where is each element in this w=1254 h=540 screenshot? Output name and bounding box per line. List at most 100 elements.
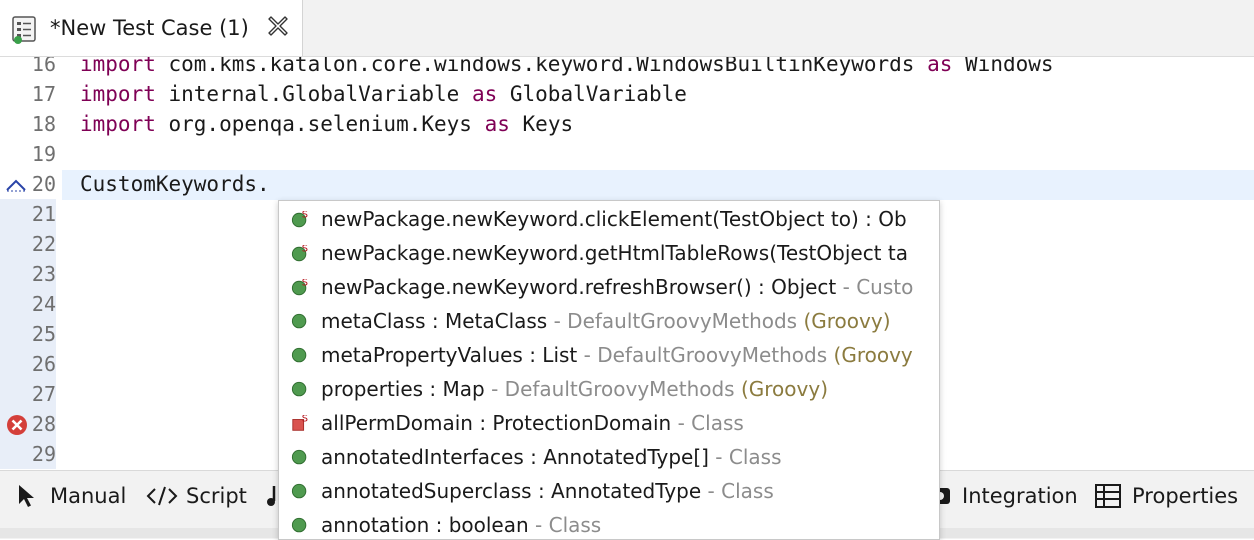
line-number: 16 (31, 57, 56, 76)
line-number: 20 (31, 172, 56, 196)
completion-text: metaClass : MetaClass - DefaultGroovyMet… (321, 304, 891, 338)
code-line[interactable]: CustomKeywords. (80, 169, 270, 199)
completion-item[interactable]: metaPropertyValues : List - DefaultGroov… (279, 338, 939, 372)
completion-signature: metaClass : MetaClass (321, 309, 548, 333)
close-icon[interactable] (266, 14, 290, 38)
tab-title: *New Test Case (1) (50, 16, 249, 40)
completion-separator: - (484, 377, 505, 401)
completion-item[interactable]: metaClass : MetaClass - DefaultGroovyMet… (279, 304, 939, 338)
error-icon[interactable] (6, 414, 28, 436)
completion-source: DefaultGroovyMethods (597, 343, 828, 367)
tab-properties-label: Properties (1132, 484, 1239, 508)
completion-signature: annotatedSuperclass : AnnotatedType (321, 479, 702, 503)
completion-separator: - (547, 309, 568, 333)
test-case-icon (12, 16, 36, 44)
cursor-icon (19, 485, 34, 507)
completion-signature: annotatedInterfaces : AnnotatedType[] (321, 445, 709, 469)
static-method-icon: S (291, 245, 308, 262)
completion-separator: - (528, 513, 549, 537)
code-token: com.kms.katalon.core.windows.keyword.Win… (155, 57, 928, 76)
tab-properties[interactable]: Properties (1094, 481, 1238, 511)
completion-source: Class (691, 411, 744, 435)
keyword-token: import (80, 112, 156, 136)
code-token: Windows (952, 57, 1054, 76)
line-number: 29 (0, 439, 56, 469)
completion-signature: newPackage.newKeyword.getHtmlTableRows(T… (321, 241, 908, 265)
code-line[interactable]: import org.openqa.selenium.Keys as Keys (80, 109, 573, 139)
line-number: 23 (0, 259, 56, 289)
editor-tab-bar: *New Test Case (1) (0, 0, 1254, 57)
completion-item[interactable]: properties : Map - DefaultGroovyMethods … (279, 372, 939, 406)
completion-text: newPackage.newKeyword.refreshBrowser() :… (321, 270, 913, 304)
completion-signature: newPackage.newKeyword.refreshBrowser() :… (321, 275, 837, 299)
tab-manual-label: Manual (50, 484, 127, 508)
completion-item[interactable]: annotatedSuperclass : AnnotatedType - Cl… (279, 474, 939, 508)
completion-separator: - (708, 445, 729, 469)
keyword-token: import (80, 57, 156, 76)
completion-source: Class (721, 479, 774, 503)
svg-text:S: S (302, 415, 308, 424)
completion-item[interactable]: annotatedInterfaces : AnnotatedType[] - … (279, 440, 939, 474)
code-token: GlobalVariable (497, 82, 687, 106)
completion-source: DefaultGroovyMethods (567, 309, 798, 333)
completion-text: newPackage.newKeyword.getHtmlTableRows(T… (321, 236, 908, 270)
completion-separator: - (701, 479, 722, 503)
tab-script-label: Script (186, 484, 247, 508)
tab-integration-label: Integration (962, 484, 1078, 508)
svg-text:S: S (302, 245, 308, 254)
line-number: 22 (0, 229, 56, 259)
completion-source: Class (728, 445, 782, 469)
completion-separator: - (836, 275, 857, 299)
tab-hidden-partial[interactable] (266, 481, 286, 511)
variable-icon (267, 486, 276, 506)
line-number: 25 (0, 319, 56, 349)
public-field-icon (291, 483, 307, 499)
keyword-token: import (80, 82, 156, 106)
tab-new-test-case[interactable]: *New Test Case (1) (0, 0, 303, 56)
completion-text: newPackage.newKeyword.clickElement(TestO… (321, 202, 907, 236)
line-number: 18 (31, 112, 56, 136)
public-field-icon (291, 313, 307, 329)
static-method-icon: S (291, 279, 308, 296)
completion-text: metaPropertyValues : List - DefaultGroov… (321, 338, 913, 372)
keyword-token: as (484, 112, 510, 136)
line-number: 24 (0, 289, 56, 319)
completion-source: Class (548, 513, 602, 537)
completion-origin: (Groovy) (797, 309, 891, 333)
code-token: org.openqa.selenium.Keys (155, 112, 485, 136)
code-icon (146, 486, 178, 506)
completion-text: annotatedInterfaces : AnnotatedType[] - … (321, 440, 782, 474)
completion-text: allPermDomain : ProtectionDomain - Class (321, 406, 744, 440)
code-line[interactable]: import internal.GlobalVariable as Global… (80, 79, 687, 109)
code-line[interactable]: import com.kms.katalon.core.windows.keyw… (80, 57, 1054, 79)
line-number: 21 (0, 199, 56, 229)
public-field-icon (291, 517, 307, 533)
svg-text:S: S (302, 279, 308, 288)
line-number: 17 (31, 82, 56, 106)
completion-source: Custo (856, 275, 914, 299)
completion-source: DefaultGroovyMethods (504, 377, 735, 401)
completion-separator: - (577, 343, 598, 367)
line-number: 19 (31, 142, 56, 166)
completion-signature: properties : Map (321, 377, 485, 401)
completion-origin: (Groovy (827, 343, 913, 367)
static-method-icon: S (291, 211, 308, 228)
completion-text: properties : Map - DefaultGroovyMethods … (321, 372, 828, 406)
completion-separator: - (671, 411, 692, 435)
line-number: 27 (0, 379, 56, 409)
svg-text:S: S (302, 211, 308, 220)
tab-manual[interactable]: Manual (16, 481, 126, 511)
completion-signature: annotation : boolean (321, 513, 529, 537)
tab-script[interactable]: Script (146, 481, 247, 511)
completion-text: annotation : boolean - Class (321, 508, 602, 539)
completion-item[interactable]: annotation : boolean - Class (279, 508, 939, 539)
tab-integration[interactable]: Integration (930, 481, 1078, 511)
completion-text: annotatedSuperclass : AnnotatedType - Cl… (321, 474, 774, 508)
keyword-token: as (927, 57, 953, 76)
